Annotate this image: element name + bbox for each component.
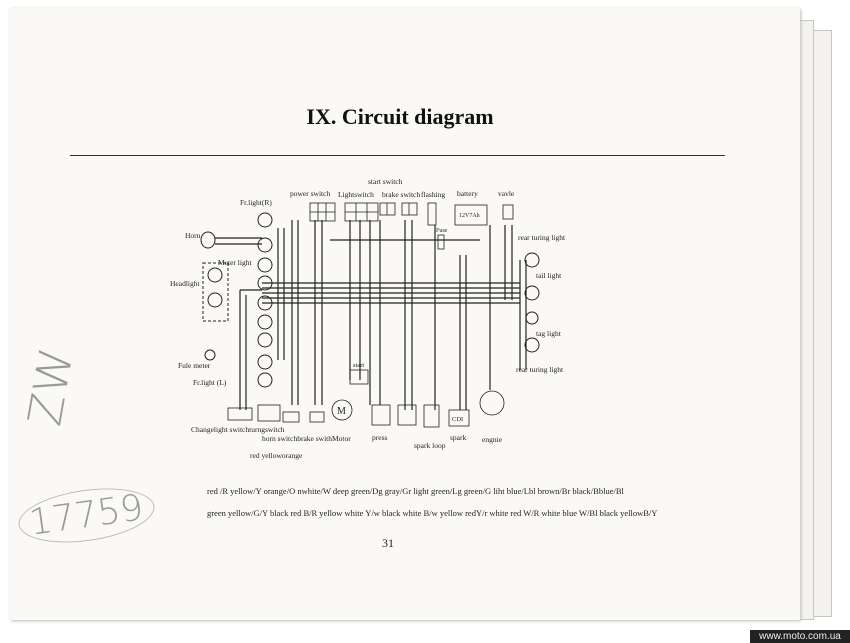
- front-lamps: [200, 212, 273, 388]
- label-fuse: Fuse: [436, 228, 448, 234]
- fuse-symbol: [437, 234, 445, 250]
- label-battery: battery: [457, 189, 478, 198]
- press-symbol: [371, 404, 391, 426]
- label-press: press: [372, 433, 387, 442]
- page-number: 31: [382, 536, 394, 550]
- label-horn: Horn: [185, 231, 201, 240]
- motor-symbol: [331, 399, 353, 421]
- label-tag-light: tag light: [536, 329, 562, 338]
- label-fr-light-r: Fr.light(R): [240, 198, 272, 207]
- title-rule: [70, 155, 725, 156]
- battery-symbol: [454, 204, 488, 226]
- label-colors: red yelloworange: [250, 451, 303, 460]
- cdi-symbol: [448, 409, 470, 427]
- fuel-meter-symbol: [204, 349, 216, 361]
- spark-loop-symbol: [423, 404, 440, 428]
- label-start-switch: start switch: [368, 177, 403, 186]
- label-rear-turn-bottom: rear turing light: [516, 365, 564, 374]
- wire-harness: [215, 220, 527, 410]
- label-spark: spark: [450, 433, 466, 442]
- label-motor: M: [337, 406, 346, 417]
- label-engine: engnie: [482, 435, 503, 444]
- label-horn-switch: horn switchbrake swithMotor: [262, 434, 351, 443]
- start-relay-symbol: [349, 369, 369, 385]
- label-fr-light-l: Fr.light (L): [193, 378, 227, 387]
- label-power-switch: power switch: [290, 189, 330, 198]
- switch-blocks: [227, 202, 514, 428]
- label-spark-loop: spark loop: [414, 441, 446, 450]
- engine-symbol: [479, 390, 505, 416]
- color-legend-line-2: green yellow/G/Y black red B/R yellow wh…: [207, 508, 658, 518]
- diagram-labels: Fr.light(R) Horn Meter light Headlight F…: [170, 177, 566, 460]
- label-tail-light: tail light: [536, 271, 562, 280]
- label-meter-light: Meter light: [218, 258, 252, 267]
- label-brake-switch: brake switch: [382, 190, 420, 199]
- color-legend-line-1: red /R yellow/Y orange/O nwhite/W deep g…: [207, 486, 624, 496]
- label-cdi: CDI: [452, 416, 463, 423]
- page-title: IX. Circuit diagram: [306, 104, 494, 129]
- label-rear-turn-top: rear turing light: [518, 233, 566, 242]
- headlight-housing: [202, 262, 229, 322]
- label-valve: vavle: [498, 189, 515, 198]
- label-fuel-meter: Fule meter: [178, 361, 211, 370]
- watermark: www.moto.com.ua: [750, 630, 850, 643]
- label-flashing: flashing: [421, 190, 445, 199]
- horn-symbol: [200, 231, 216, 249]
- valve-symbol: [502, 204, 514, 220]
- label-changelight-switch: Changelight switchturngswitch: [191, 425, 285, 434]
- label-light-switch: Lightswitch: [338, 190, 374, 199]
- label-battery-rating: 12V7Ah: [459, 213, 480, 219]
- rear-lamps: [524, 252, 540, 353]
- label-start: start: [353, 362, 364, 369]
- label-headlight: Headlight: [170, 279, 200, 288]
